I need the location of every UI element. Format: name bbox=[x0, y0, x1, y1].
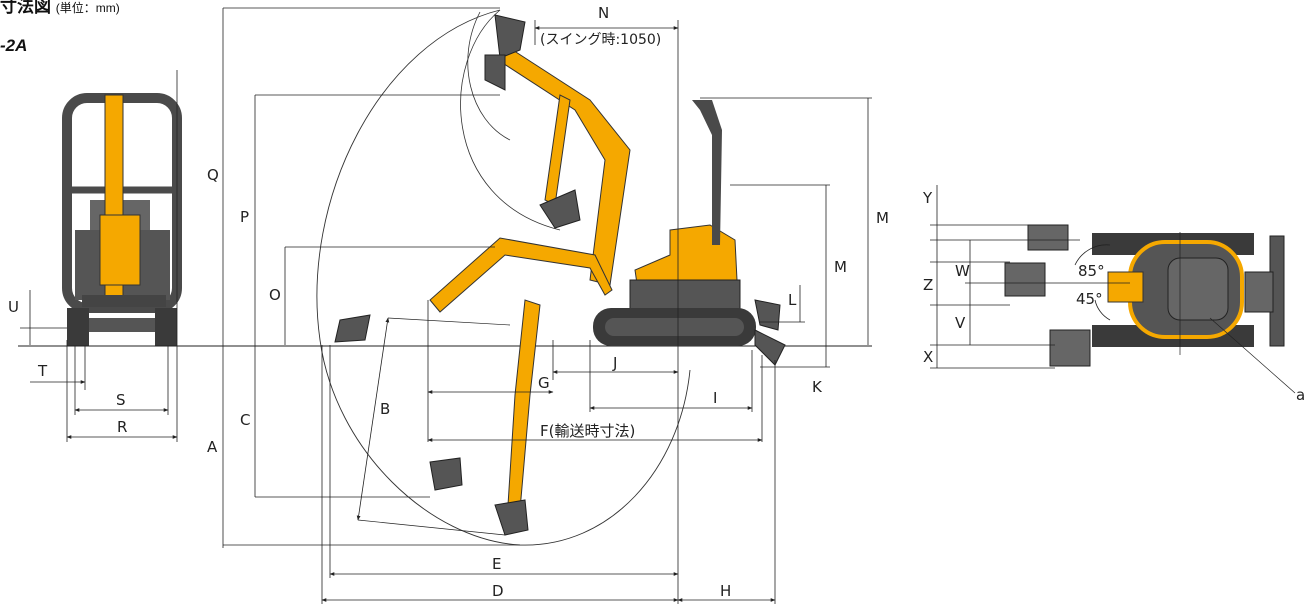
label-F: F(輸送時寸法) bbox=[540, 422, 635, 440]
label-C: C bbox=[240, 411, 250, 429]
reach-envelope bbox=[316, 9, 691, 546]
title-text: 寸法図 bbox=[0, 0, 51, 16]
label-S: S bbox=[116, 391, 126, 409]
label-W: W bbox=[955, 262, 970, 280]
rops-post bbox=[692, 100, 722, 245]
label-B: B bbox=[380, 400, 390, 418]
label-K: K bbox=[812, 378, 823, 396]
label-Q: Q bbox=[207, 166, 219, 184]
label-N-note: (スイング時:1050) bbox=[540, 32, 661, 48]
label-U: U bbox=[8, 298, 19, 316]
label-G: G bbox=[538, 374, 550, 392]
label-N: N bbox=[598, 4, 609, 22]
front-track-right bbox=[155, 308, 177, 346]
unit-note: (単位：mm) bbox=[55, 1, 120, 15]
label-Z: Z bbox=[923, 276, 933, 294]
front-view: R S T U bbox=[8, 70, 182, 442]
label-E: E bbox=[492, 555, 501, 573]
label-O: O bbox=[269, 286, 281, 304]
label-V: V bbox=[955, 314, 966, 332]
label-H: H bbox=[720, 582, 731, 600]
label-a: a bbox=[1296, 386, 1305, 404]
label-R: R bbox=[117, 418, 127, 436]
top-view: Y W Z V X 85° 45° a bbox=[922, 185, 1305, 404]
top-bucket-lower bbox=[1049, 329, 1091, 367]
angle-85: 85° bbox=[1078, 262, 1105, 280]
front-track-left bbox=[67, 308, 89, 346]
boom-forward bbox=[429, 237, 613, 313]
label-D: D bbox=[492, 582, 504, 600]
label-M-outer: M bbox=[876, 209, 889, 227]
boom-down bbox=[507, 299, 541, 511]
page-title: 寸法図 (単位：mm) bbox=[0, 0, 120, 17]
label-A: A bbox=[207, 438, 218, 456]
top-bucket-middle bbox=[1004, 262, 1046, 297]
label-J: J bbox=[612, 354, 617, 372]
label-M-inner: M bbox=[834, 258, 847, 276]
label-Y: Y bbox=[922, 189, 933, 207]
model-name: -2A bbox=[0, 36, 28, 55]
angle-45: 45° bbox=[1076, 290, 1103, 308]
label-X: X bbox=[923, 348, 933, 366]
side-view: N (スイング時:1050) Q P O C A B G J I F(輸送時寸法… bbox=[207, 4, 889, 604]
label-P: P bbox=[240, 208, 249, 226]
top-bucket-upper bbox=[1027, 224, 1069, 251]
label-L: L bbox=[788, 291, 797, 309]
label-T: T bbox=[37, 362, 48, 380]
label-I: I bbox=[713, 389, 717, 407]
